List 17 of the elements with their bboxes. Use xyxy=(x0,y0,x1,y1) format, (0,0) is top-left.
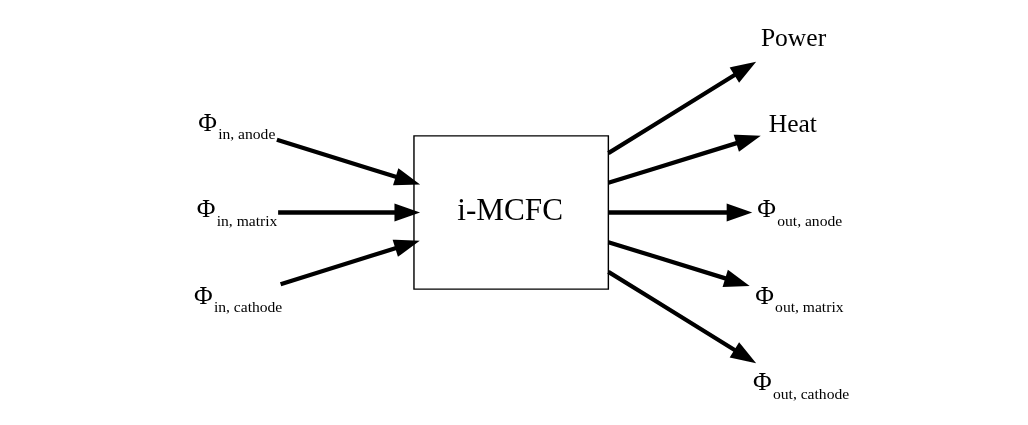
node-text: Φ$_{out, anode}$ xyxy=(757,194,843,229)
node-text: Φ$_{out, matrix}$ xyxy=(755,280,844,316)
arrow xyxy=(608,203,753,222)
arrow xyxy=(607,240,750,287)
node-text: Φ$_{out, cathode}$ xyxy=(753,367,850,402)
arrow xyxy=(607,61,757,155)
arrow xyxy=(278,203,421,222)
node-box: i-MCFC xyxy=(413,135,610,290)
node-text: Φ$_{in, anode}$ xyxy=(198,107,276,143)
arrow xyxy=(276,137,421,186)
arrow xyxy=(279,239,420,287)
arrow xyxy=(607,134,761,185)
node-text: Φ$_{in, matrix}$ xyxy=(196,194,278,229)
node-text: Heat xyxy=(768,109,817,139)
arrow xyxy=(607,270,757,364)
node-text: Power xyxy=(760,22,827,52)
node-text: Φ$_{in, cathode}$ xyxy=(194,280,283,316)
